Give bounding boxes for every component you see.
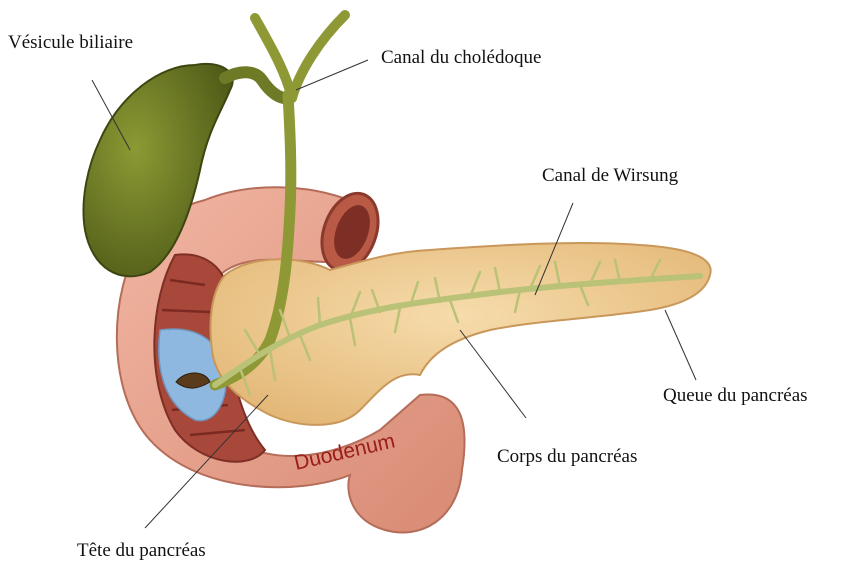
leader-tail — [665, 310, 696, 380]
label-pancreas-body: Corps du pancréas — [497, 447, 637, 466]
label-wirsung-duct: Canal de Wirsung — [542, 166, 678, 185]
label-bile-duct: Canal du cholédoque — [381, 48, 541, 67]
label-pancreas-head: Tête du pancréas — [77, 541, 206, 560]
hepatic-duct-right — [292, 15, 345, 98]
leader-body — [460, 330, 526, 418]
label-gallbladder: Vésicule biliaire — [8, 33, 133, 52]
label-pancreas-tail: Queue du pancréas — [663, 386, 808, 405]
